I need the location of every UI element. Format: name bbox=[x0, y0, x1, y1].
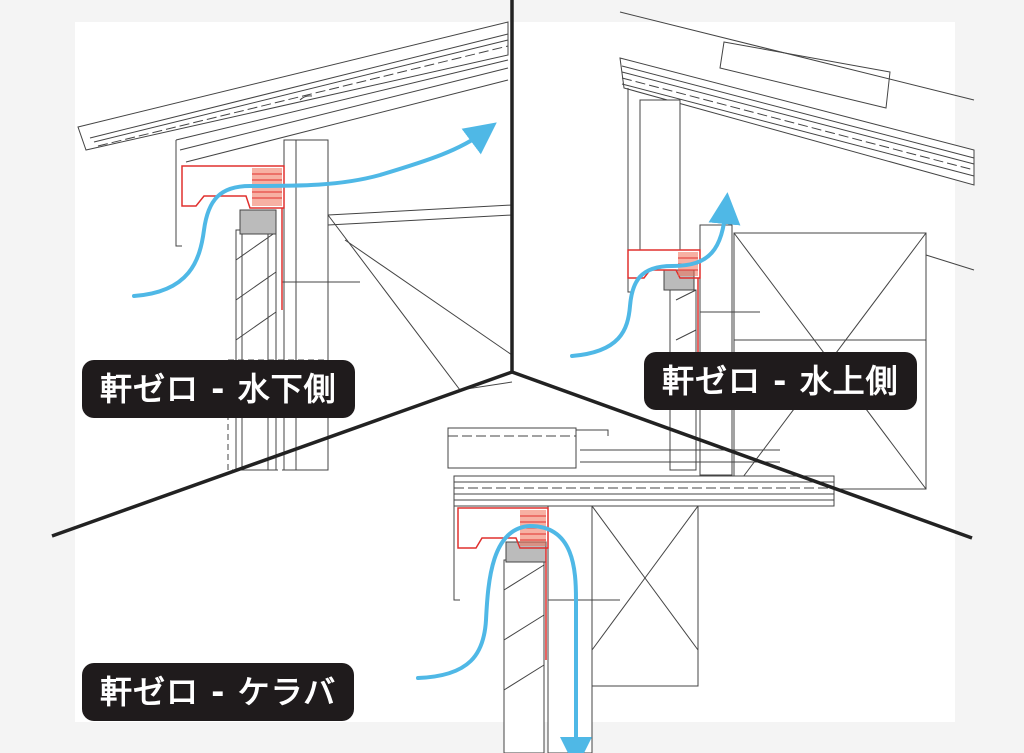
airflow-arrow-downslope bbox=[132, 122, 497, 298]
label-gable: 軒ゼロ - ケラバ bbox=[82, 663, 355, 721]
panel-gable bbox=[447, 427, 835, 753]
airflow-arrow-upslope bbox=[570, 192, 741, 358]
label-downslope: 軒ゼロ - 水下側 bbox=[82, 360, 355, 418]
label-upslope: 軒ゼロ - 水上側 bbox=[644, 352, 917, 410]
roof-panel-left bbox=[77, 21, 509, 151]
panel-downslope bbox=[77, 21, 513, 471]
airflow-arrow-gable bbox=[416, 523, 592, 753]
panel-dividers bbox=[51, 0, 973, 540]
